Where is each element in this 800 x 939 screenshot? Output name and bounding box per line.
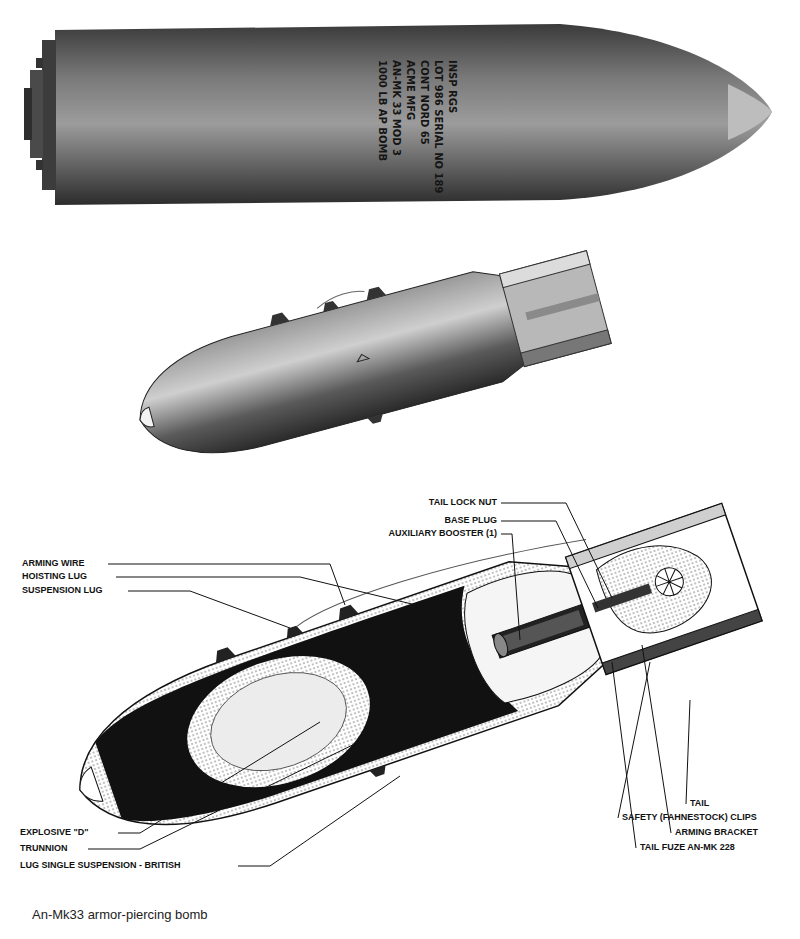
part-label: EXPLOSIVE "D" xyxy=(20,827,89,838)
stencil-text: CONT NORD 65 xyxy=(418,60,430,145)
part-label: TAIL xyxy=(690,798,709,809)
bomb-assembled xyxy=(122,230,615,482)
part-label: BASE PLUG xyxy=(444,515,497,526)
part-label: SAFETY (FAHNESTOCK) CLIPS xyxy=(622,812,757,823)
leader-lines xyxy=(88,503,690,866)
stencil-text: ACME MFG xyxy=(404,60,416,120)
part-label: LUG SINGLE SUSPENSION - BRITISH xyxy=(20,860,181,871)
part-label: AUXILIARY BOOSTER (1) xyxy=(388,528,497,539)
part-label: TAIL FUZE AN-MK 228 xyxy=(640,842,735,853)
part-label: TAIL LOCK NUT xyxy=(429,497,497,508)
part-label: HOISTING LUG xyxy=(22,571,87,582)
stencil-text: INSP RGS xyxy=(446,60,458,113)
stencil-text: LOT 986 SERIAL NO 189 xyxy=(432,60,444,193)
bomb-cutaway xyxy=(50,474,769,869)
stencil-text: 1000 LB AP BOMB xyxy=(376,60,388,161)
bomb-body-side xyxy=(24,24,772,205)
part-label: SUSPENSION LUG xyxy=(22,585,103,596)
part-label: ARMING BRACKET xyxy=(675,827,758,838)
part-label: ARMING WIRE xyxy=(22,558,85,569)
figure-caption: An-Mk33 armor-piercing bomb xyxy=(32,907,208,922)
part-label: TRUNNION xyxy=(20,843,68,854)
stencil-text: AN-MK 33 MOD 3 xyxy=(390,60,402,156)
